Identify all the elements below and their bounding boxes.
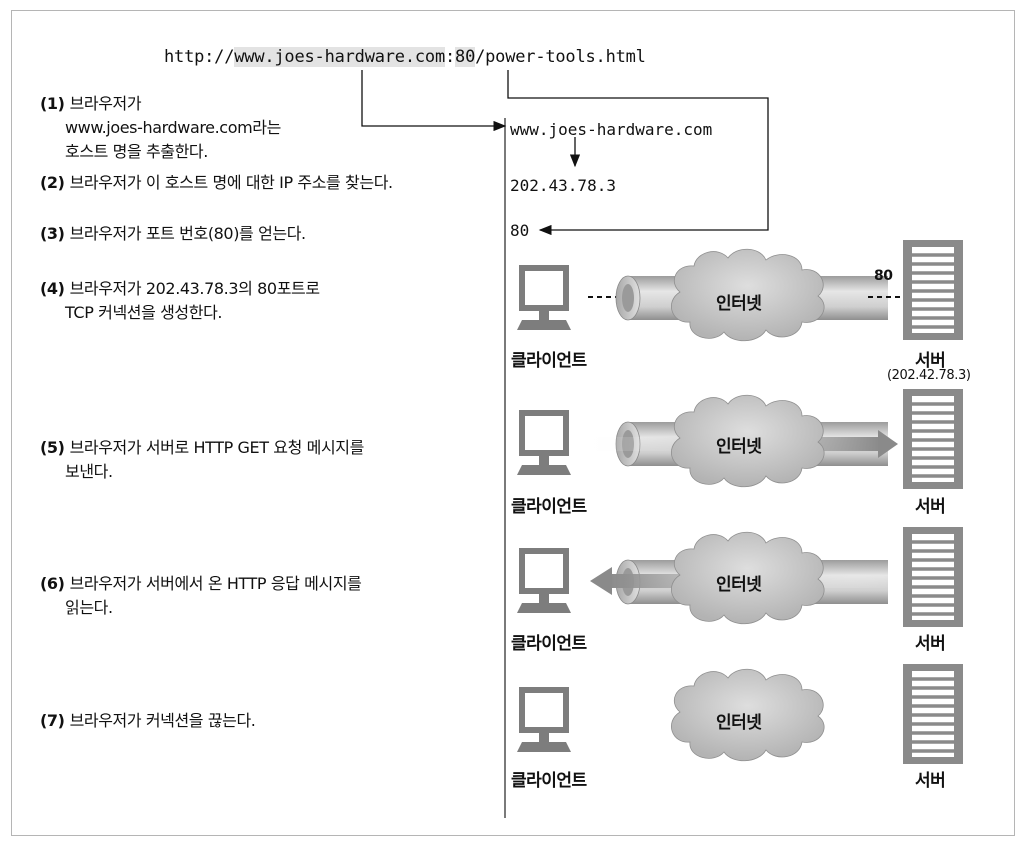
step-number: (3) [40,224,65,243]
step-number: (1) [40,94,65,113]
step-text: 브라우저가 서버로 HTTP GET 요청 메시지를 [69,438,365,457]
internet-label: 인터넷 [716,437,762,457]
step-2: (2)브라우저가 이 호스트 명에 대한 IP 주소를 찾는다. [40,171,393,195]
server-icon [901,387,965,491]
client-label: 클라이언트 [511,351,587,371]
step-6: (6)브라우저가 서버에서 온 HTTP 응답 메시지를 읽는다. [40,572,362,620]
step-text: www.joes-hardware.com라는 [65,118,281,137]
row-4-connection [517,238,965,342]
server-icon [901,525,965,629]
step-text: 브라우저가 202.43.78.3의 80포트로 [69,279,321,298]
url-line: http://www.joes-hardware.com:80/power-to… [164,47,646,67]
url-port: 80 [455,47,476,67]
step-text: 브라우저가 이 호스트 명에 대한 IP 주소를 찾는다. [69,173,394,192]
url-colon: : [444,47,456,67]
client-computer-icon [517,687,571,752]
url-host: www.joes-hardware.com [234,47,445,67]
server-label: 서버 [915,497,946,517]
result-hostname: www.joes-hardware.com [510,120,713,139]
client-computer-icon [517,265,571,330]
internet-label: 인터넷 [716,575,762,595]
step-number: (4) [40,279,65,298]
server-port-label: 80 [874,268,893,284]
result-port: 80 [510,221,530,240]
client-computer-icon [517,410,571,475]
url-path: /power-tools.html [475,47,646,67]
step-5: (5)브라우저가 서버로 HTTP GET 요청 메시지를 보낸다. [40,436,364,484]
client-computer-icon [517,548,571,613]
step-number: (6) [40,574,65,593]
step-text: 보낸다. [65,462,113,481]
row-5-request [517,387,965,491]
url-scheme: http:// [164,47,235,67]
step-number: (7) [40,711,65,730]
step-number: (5) [40,438,65,457]
step-text: 브라우저가 [69,94,142,113]
step-text: 호스트 명을 추출한다. [65,142,208,161]
client-label: 클라이언트 [511,634,587,654]
step-number: (2) [40,173,65,192]
row-6-response [517,525,965,629]
step-4: (4)브라우저가 202.43.78.3의 80포트로 TCP 커넥션을 생성한… [40,277,320,325]
step-text: TCP 커넥션을 생성한다. [65,303,223,322]
client-label: 클라이언트 [511,497,587,517]
server-label: 서버 [915,351,946,371]
result-ip: 202.43.78.3 [510,176,616,195]
server-label: 서버 [915,634,946,654]
step-text: 브라우저가 서버에서 온 HTTP 응답 메시지를 [69,574,362,593]
client-label: 클라이언트 [511,771,587,791]
step-text: 읽는다. [65,598,113,617]
step-3: (3)브라우저가 포트 번호(80)를 얻는다. [40,222,306,246]
server-icon [901,238,965,342]
internet-label: 인터넷 [716,294,762,314]
step-1: (1)브라우저가 www.joes-hardware.com라는 호스트 명을 … [40,92,281,164]
step-text: 브라우저가 포트 번호(80)를 얻는다. [69,224,307,243]
server-label: 서버 [915,771,946,791]
host-arrow [361,70,507,132]
step-text: 브라우저가 커넥션을 끊는다. [69,711,256,730]
server-ip-label: (202.42.78.3) [887,368,971,383]
internet-label: 인터넷 [716,713,762,733]
port-arrow [507,70,769,236]
step-7: (7)브라우저가 커넥션을 끊는다. [40,709,256,733]
figure-frame [11,10,1015,836]
server-icon [901,662,965,766]
